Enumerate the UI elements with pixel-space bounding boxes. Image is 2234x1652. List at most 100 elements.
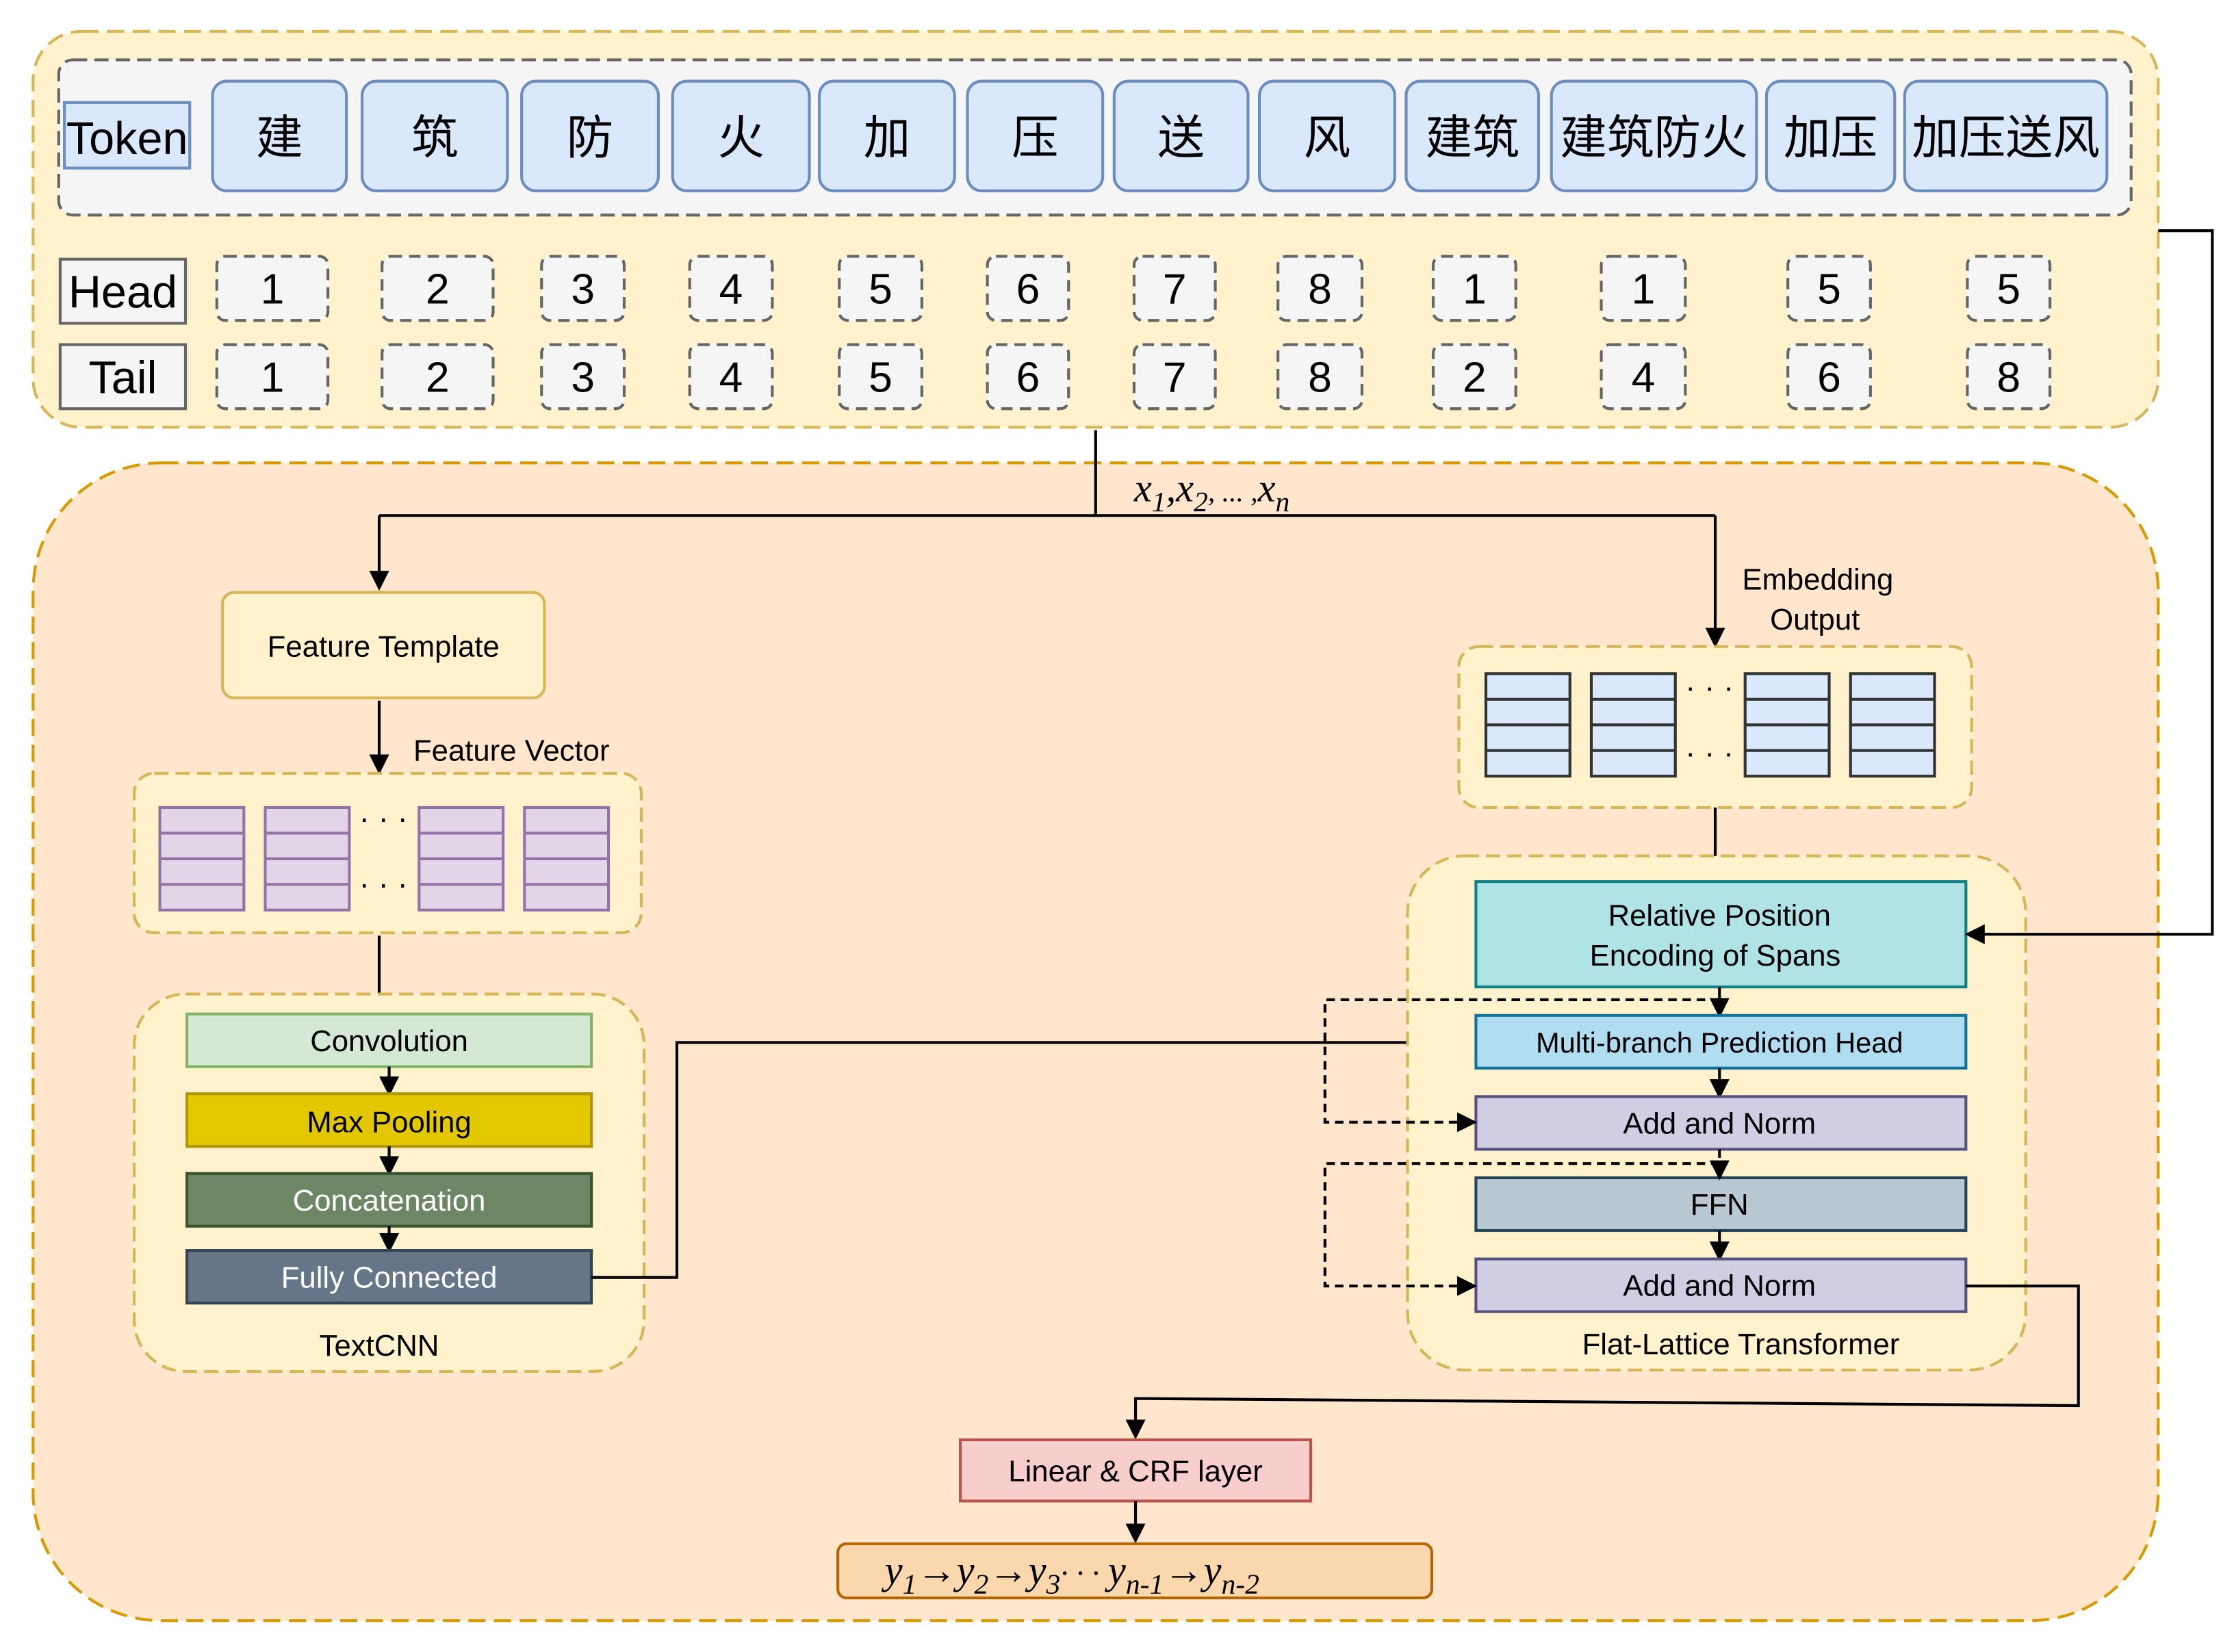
feature-vector-grid-1 (158, 805, 246, 912)
head-index-8: 8 (1276, 255, 1364, 322)
feature-vector-grid-3 (418, 805, 505, 912)
head-index-value: 2 (426, 265, 450, 313)
head-index-value: 5 (1817, 265, 1841, 313)
head-label-box (58, 257, 188, 325)
head-index-box (381, 255, 495, 322)
tail-index-box (986, 343, 1070, 411)
token-text: 加压送风 (1912, 112, 2100, 164)
feature-template-label: Feature Template (268, 630, 500, 663)
head-index-4: 4 (688, 255, 774, 322)
feature-vector-container (133, 771, 643, 935)
tail-index-4: 4 (688, 343, 774, 411)
head-index-value: 5 (1997, 265, 2020, 313)
tail-index-value: 2 (1463, 353, 1487, 401)
tail-index-box (1966, 343, 2052, 411)
token-text: 防 (567, 112, 614, 164)
tail-index-value: 8 (1308, 353, 1332, 401)
tail-index-value: 6 (1016, 353, 1040, 401)
token-box-9: 建筑 (1404, 79, 1541, 192)
residual-connection-2 (1323, 1162, 1720, 1296)
tail-index-1: 1 (215, 343, 330, 411)
arrow-span-info-to-relpos (1964, 229, 2214, 944)
relative-position-label-line2: Encoding of Spans (1590, 939, 1841, 972)
token-box-rect (520, 79, 660, 192)
tail-index-value: 4 (719, 353, 743, 401)
token-box-12: 加压送风 (1903, 79, 2109, 192)
relative-position-label-line1: Relative Position (1608, 899, 1831, 933)
relative-position-box (1474, 880, 1968, 989)
head-index-value: 1 (1463, 265, 1487, 313)
tail-index-12: 8 (1966, 343, 2052, 411)
embedding-grid-1 (1484, 672, 1571, 778)
head-index-11: 5 (1786, 255, 1872, 322)
tail-index-9: 2 (1431, 343, 1517, 411)
fully-connected-layer (185, 1249, 593, 1305)
token-text: 风 (1304, 112, 1351, 164)
embedding-dots-bottom: · · · (1685, 735, 1734, 770)
head-index-value: 1 (261, 265, 285, 313)
feature-vector-label: Feature Vector (413, 734, 610, 767)
tail-index-box (1600, 343, 1687, 411)
token-box-rect (211, 79, 348, 192)
token-label: Token (66, 114, 188, 164)
crf-layer-label: Linear & CRF layer (1008, 1454, 1262, 1488)
token-box-rect (1404, 79, 1541, 192)
tail-index-value: 6 (1817, 353, 1841, 401)
feature-vector-dots-bottom: · · · (359, 866, 408, 901)
token-box-11: 加压 (1764, 79, 1897, 192)
tail-index-2: 2 (381, 343, 495, 411)
tail-index-box (1276, 343, 1364, 411)
multi-branch-label: Multi-branch Prediction Head (1536, 1027, 1903, 1059)
token-box-10: 建筑防火 (1550, 79, 1758, 192)
token-box-7: 送 (1112, 79, 1250, 192)
convolution-label: Convolution (310, 1024, 468, 1058)
head-index-10: 1 (1600, 255, 1687, 322)
head-label: Head (68, 268, 177, 318)
token-box-rect (966, 79, 1105, 192)
tail-index-value: 2 (426, 353, 450, 401)
token-box-rect (1112, 79, 1250, 192)
concatenation-label: Concatenation (293, 1184, 486, 1217)
embedding-grid-4 (1849, 672, 1936, 778)
embedding-grid-2 (1589, 672, 1677, 778)
head-index-box (986, 255, 1070, 322)
token-box-rect (1764, 79, 1897, 192)
crf-layer-box (959, 1438, 1313, 1503)
tail-index-3: 3 (540, 343, 626, 411)
token-text: 压 (1012, 112, 1059, 164)
token-text: 建筑 (1426, 112, 1519, 164)
feature-vector-grid-2 (264, 805, 351, 912)
head-index-9: 1 (1431, 255, 1517, 322)
tail-index-box (1431, 343, 1517, 411)
token-box-3: 防 (520, 79, 660, 192)
tail-index-6: 6 (986, 343, 1070, 411)
head-index-box (215, 255, 330, 322)
add-norm-2-label: Add and Norm (1623, 1269, 1816, 1303)
token-box-5: 加 (817, 79, 956, 192)
token-label-box (63, 101, 192, 170)
head-index-box (1431, 255, 1517, 322)
feature-vector-grids (158, 805, 611, 912)
head-index-box (1786, 255, 1872, 322)
tail-index-box (381, 343, 495, 411)
ffn-label: FFN (1691, 1188, 1749, 1222)
head-index-12: 5 (1966, 255, 2052, 322)
token-text: 筑 (411, 112, 459, 164)
tail-index-box (540, 343, 626, 411)
tail-label-box (58, 343, 188, 411)
embedding-grids (1484, 672, 1936, 778)
head-index-box (540, 255, 626, 322)
head-index-value: 5 (869, 265, 893, 313)
head-index-box (688, 255, 774, 322)
textcnn-label: TextCNN (320, 1329, 439, 1363)
head-index-value: 8 (1308, 265, 1332, 313)
token-box-1: 建 (211, 79, 348, 192)
tail-index-value: 1 (261, 353, 285, 401)
output-sequence-box (836, 1542, 1433, 1600)
tail-index-box (1786, 343, 1872, 411)
embedding-output-label-line2: Output (1770, 603, 1860, 636)
embedding-output-container (1457, 645, 1973, 810)
tail-index-box (215, 343, 330, 411)
